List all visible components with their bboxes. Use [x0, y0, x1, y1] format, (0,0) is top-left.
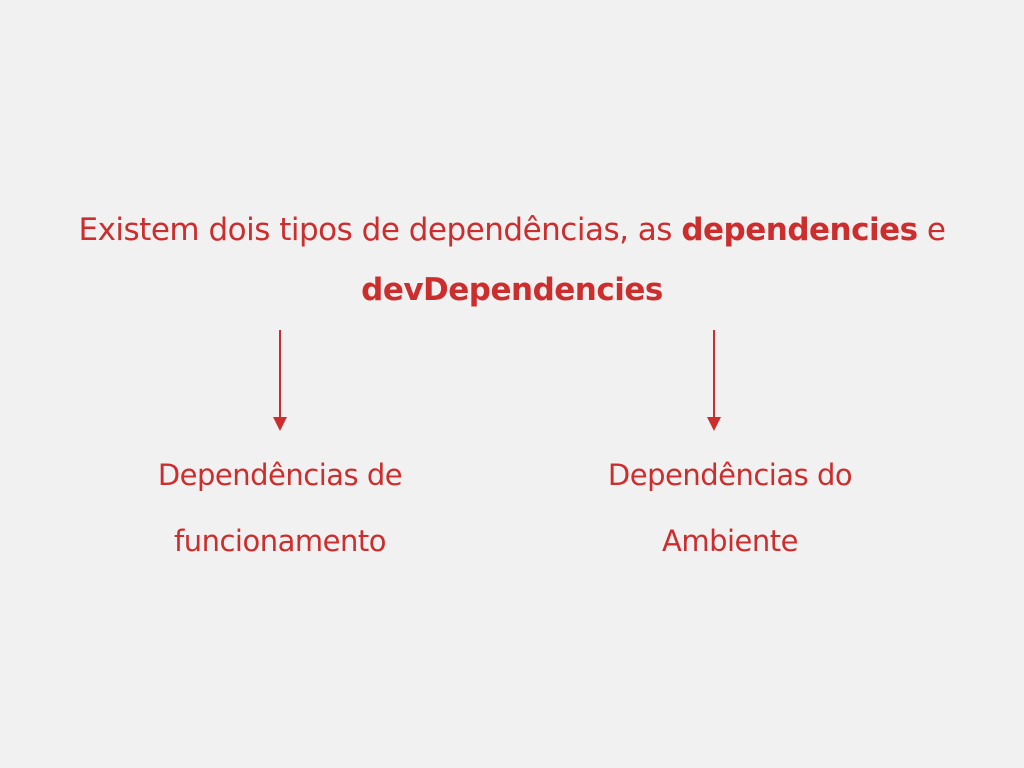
- headline-lead-text: Existem dois tipos de dependências, as: [78, 212, 682, 248]
- branch-environment-dependencies: Dependências do Ambiente: [540, 442, 920, 574]
- branch-label-line1: Dependências de: [157, 458, 403, 492]
- arrow-down-icon: [704, 330, 724, 432]
- term-dependencies: dependencies: [681, 212, 918, 248]
- branch-label-line2: funcionamento: [174, 524, 386, 558]
- branch-label-line2: Ambiente: [662, 524, 799, 558]
- branch-label-line1: Dependências do: [607, 458, 853, 492]
- arrow-down-icon: [270, 330, 290, 432]
- headline: Existem dois tipos de dependências, as d…: [20, 200, 1004, 320]
- term-dev-dependencies: devDependencies: [361, 272, 663, 308]
- branch-runtime-dependencies: Dependências de funcionamento: [90, 442, 470, 574]
- headline-connector: e: [917, 212, 946, 248]
